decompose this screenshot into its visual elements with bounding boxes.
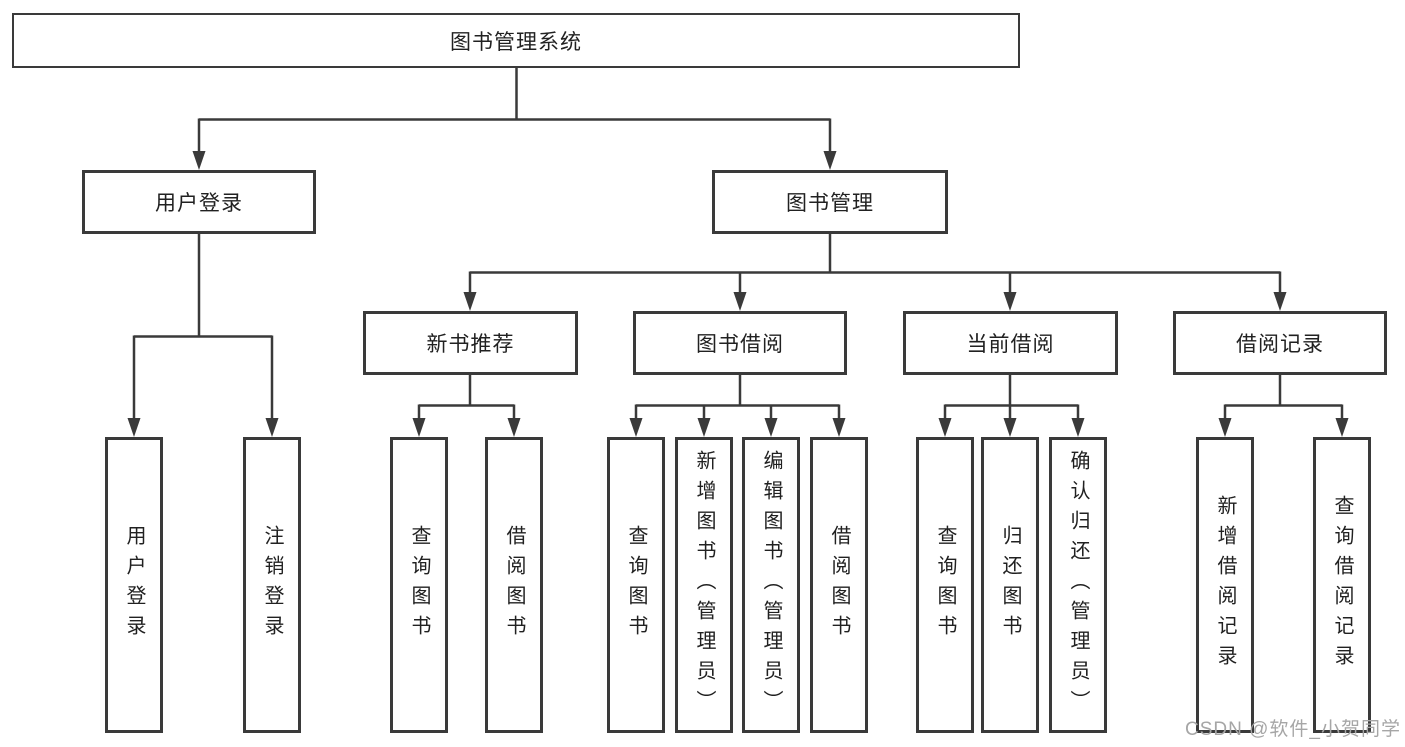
arrowhead <box>412 418 426 437</box>
node-borrow-records-label: 借阅记录 <box>1236 333 1324 356</box>
arrowhead <box>265 418 279 437</box>
connector-user-login <box>132 234 274 419</box>
leaf-user-login-label: 用户登录 <box>123 525 145 645</box>
leaf-user-login: 用户登录 <box>105 437 163 733</box>
arrowhead <box>938 418 952 437</box>
leaf-bb-query-books-label: 查询图书 <box>625 525 647 645</box>
leaf-cb-return-books: 归还图书 <box>981 437 1039 733</box>
arrowhead <box>463 292 477 311</box>
node-user-login: 用户登录 <box>82 170 316 234</box>
leaf-bb-borrow-books-label: 借阅图书 <box>828 525 850 645</box>
leaf-br-add-record-label: 新增借阅记录 <box>1214 495 1236 675</box>
leaf-logout: 注销登录 <box>243 437 301 733</box>
node-current-borrow: 当前借阅 <box>903 311 1118 375</box>
node-root: 图书管理系统 <box>12 13 1020 68</box>
node-current-borrow-label: 当前借阅 <box>966 333 1055 356</box>
leaf-rec-query-books-label: 查询图书 <box>408 525 430 645</box>
leaf-br-query-record: 查询借阅记录 <box>1313 437 1371 733</box>
leaf-bb-add-books-admin: 新增图书（管理员） <box>675 437 733 733</box>
arrowhead <box>832 418 846 437</box>
watermark-text: CSDN @软件_小贺同学 <box>1185 719 1401 740</box>
leaf-cb-return-books-label: 归还图书 <box>999 525 1021 645</box>
node-book-borrow: 图书借阅 <box>633 311 847 375</box>
arrowhead <box>127 418 141 437</box>
node-book-mgmt: 图书管理 <box>712 170 948 234</box>
leaf-rec-borrow-books: 借阅图书 <box>485 437 543 733</box>
node-book-mgmt-label: 图书管理 <box>786 192 874 215</box>
leaf-cb-confirm-return-admin-label: 确认归还（管理员） <box>1067 450 1089 720</box>
arrowhead <box>1003 418 1017 437</box>
arrowhead <box>1003 292 1017 311</box>
arrowhead <box>1335 418 1349 437</box>
leaf-rec-query-books: 查询图书 <box>390 437 448 733</box>
connector-root <box>197 68 832 152</box>
node-new-book-rec: 新书推荐 <box>363 311 578 375</box>
leaf-cb-query-books-label: 查询图书 <box>934 525 956 645</box>
node-new-book-rec-label: 新书推荐 <box>426 333 515 356</box>
connector-book-mgmt <box>468 234 1282 293</box>
arrowhead <box>1273 292 1287 311</box>
leaf-logout-label: 注销登录 <box>261 525 283 645</box>
leaf-bb-borrow-books: 借阅图书 <box>810 437 868 733</box>
arrowhead <box>823 151 837 170</box>
node-book-borrow-label: 图书借阅 <box>696 333 784 356</box>
leaf-bb-edit-books-admin: 编辑图书（管理员） <box>742 437 800 733</box>
leaf-cb-confirm-return-admin: 确认归还（管理员） <box>1049 437 1107 733</box>
leaf-bb-add-books-admin-label: 新增图书（管理员） <box>693 450 715 720</box>
arrowhead <box>507 418 521 437</box>
connector-new-book-rec <box>417 375 516 419</box>
node-user-login-label: 用户登录 <box>155 192 243 215</box>
leaf-rec-borrow-books-label: 借阅图书 <box>503 525 525 645</box>
arrowhead <box>1071 418 1085 437</box>
arrowhead <box>629 418 643 437</box>
leaf-br-query-record-label: 查询借阅记录 <box>1331 495 1353 675</box>
connector-borrow-records <box>1223 375 1344 419</box>
connector-current-borrow <box>943 375 1080 419</box>
leaf-bb-query-books: 查询图书 <box>607 437 665 733</box>
leaf-cb-query-books: 查询图书 <box>916 437 974 733</box>
arrowhead <box>1218 418 1232 437</box>
arrowhead <box>192 151 206 170</box>
arrowhead <box>764 418 778 437</box>
leaf-br-add-record: 新增借阅记录 <box>1196 437 1254 733</box>
arrowhead <box>733 292 747 311</box>
leaf-bb-edit-books-admin-label: 编辑图书（管理员） <box>760 450 782 720</box>
node-borrow-records: 借阅记录 <box>1173 311 1387 375</box>
node-root-label: 图书管理系统 <box>450 30 582 54</box>
connector-book-borrow <box>634 375 841 419</box>
arrowhead <box>697 418 711 437</box>
